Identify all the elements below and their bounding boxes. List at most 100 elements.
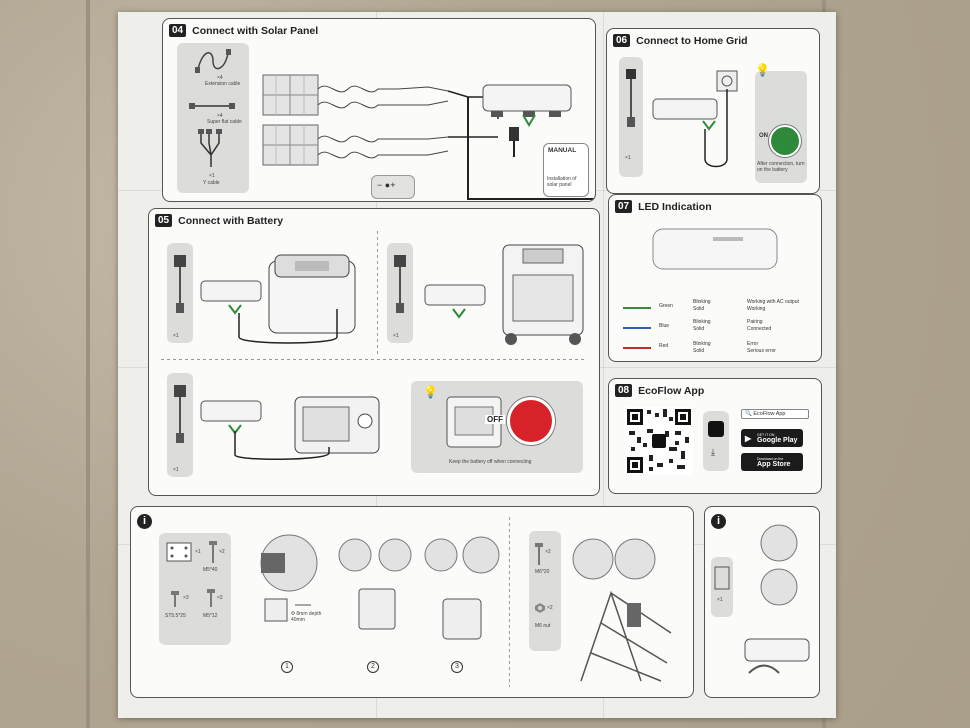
polarity-box	[371, 175, 415, 199]
google-play-icon: ▶	[745, 434, 752, 443]
led-color: Green	[659, 303, 673, 309]
app-search-text: EcoFlow App	[753, 411, 786, 417]
app-logo-box	[703, 411, 729, 471]
count-c: ×1	[173, 467, 179, 473]
nut-icon	[535, 603, 545, 613]
battery-cable-icon	[174, 255, 186, 313]
mc4-connector-icon	[509, 127, 519, 157]
google-play-button[interactable]: ▶ GET IT ON Google Play	[741, 429, 803, 447]
light-bulb-icon: 💡	[755, 63, 770, 77]
sf-count: ×4	[217, 113, 223, 119]
part-qty: ×2	[219, 549, 225, 555]
app-search-field[interactable]: 🔍 EcoFlow App	[741, 409, 809, 419]
part-qty: ×1	[195, 549, 201, 555]
screw-icon	[171, 591, 179, 607]
inverter-unit-icon	[652, 98, 718, 131]
home-grid-note: After connection, turn on the battery	[757, 161, 805, 173]
section-title: 08 EcoFlow App	[615, 384, 704, 397]
power-station-icon	[294, 396, 380, 454]
polarity-symbols: − ●+	[377, 180, 396, 190]
section-ecoflow-app: 08 EcoFlow App ⤓ 🔍 EcoFlow App ▶ GET IT …	[608, 378, 822, 494]
step-number: 3	[451, 661, 463, 673]
drill-spec: Φ 8mm depth 40mm	[291, 611, 322, 623]
info-badge: i	[711, 511, 726, 529]
led-meaning: Working	[747, 306, 766, 312]
led-meaning: Serious error	[747, 348, 776, 354]
extension-cable-icon	[195, 49, 231, 73]
ext-label: Extension cable	[205, 81, 241, 87]
nut-name: M6 nut	[535, 623, 551, 629]
cable-kit-box	[177, 43, 249, 193]
google-play-sup: GET IT ON	[757, 432, 775, 437]
section-mounting-info: i ×1 ×2 M5*40 ×3 ST5.5*25 ×2 M5*12 Φ 8mm…	[130, 506, 694, 698]
super-flat-cable-icon	[189, 103, 235, 109]
section-title: 05 Connect with Battery	[155, 214, 283, 227]
bolt-kit-box	[529, 531, 561, 651]
section-title: 07 LED Indication	[615, 200, 712, 213]
part-name: M5*40	[203, 567, 218, 573]
bracket-step-diagram	[338, 538, 412, 630]
light-bulb-icon: 💡	[423, 385, 438, 399]
inverter-unit-icon	[200, 400, 262, 435]
drilling-step-diagram	[260, 534, 318, 622]
led-color: Red	[659, 343, 669, 349]
part-box	[711, 557, 733, 617]
section-title: 04 Connect with Solar Panel	[169, 24, 318, 37]
battery-cable-path	[234, 431, 330, 461]
battery-off-note: Keep the battery off when connecting	[449, 459, 532, 465]
led-state: Solid	[693, 348, 705, 354]
info-badge: i	[137, 511, 152, 529]
qr-code-icon	[625, 407, 693, 475]
wall-socket-icon	[716, 70, 738, 92]
grid-cable-path	[704, 89, 728, 168]
y-count: ×1	[209, 173, 215, 179]
ecoflow-app-icon	[708, 421, 724, 437]
led-state: Solid	[693, 326, 705, 332]
app-store-label: App Store	[757, 460, 791, 468]
google-play-label: Google Play	[757, 436, 798, 444]
section-number: 05	[155, 214, 173, 227]
bolt-name: M6*20	[535, 569, 550, 575]
led-meaning: Error	[747, 341, 759, 347]
instruction-sheet: 04 Connect with Solar Panel ×4 Extension…	[118, 12, 836, 718]
led-state: Blinking	[693, 299, 711, 305]
off-label: OFF	[485, 415, 505, 424]
part-qty: ×3	[183, 595, 189, 601]
section-title-text: Connect to Home Grid	[636, 34, 748, 47]
led-color: Blue	[659, 323, 670, 329]
section-title-text: Connect with Battery	[178, 214, 284, 227]
app-store-button[interactable]: Download on the App Store	[741, 453, 803, 471]
power-off-button-icon	[507, 397, 555, 445]
on-label: ON	[759, 133, 768, 139]
step-number: 1	[281, 661, 293, 673]
section-number: 08	[615, 384, 633, 397]
inverter-unit-icon	[424, 284, 486, 319]
screw-icon	[207, 589, 215, 607]
led-state: Blinking	[693, 341, 711, 347]
section-wall-mount-info: i ×1	[704, 506, 820, 698]
section-battery: 05 Connect with Battery ×1 ×1	[148, 208, 600, 496]
nut-qty: ×2	[547, 605, 553, 611]
wheeled-battery-icon	[502, 244, 584, 345]
ext-count: ×4	[217, 75, 223, 81]
ground-stand-diagram	[572, 538, 672, 682]
mounting-bracket-icon	[166, 542, 192, 562]
battery-cable-path	[238, 309, 338, 344]
divider	[509, 517, 510, 687]
led-green-line	[623, 307, 651, 309]
manual-card	[543, 143, 589, 197]
divider	[161, 359, 587, 360]
part-name: ST5.5*25	[165, 613, 186, 619]
section-title-text: LED Indication	[638, 200, 712, 213]
led-meaning: Pairing	[747, 319, 763, 325]
section-number: 04	[169, 24, 187, 37]
step-number: 2	[367, 661, 379, 673]
section-title-text: EcoFlow App	[638, 384, 705, 397]
sf-label: Super flat cable	[207, 119, 242, 125]
y-cable-icon	[198, 129, 222, 167]
section-led-indication: 07 LED Indication Green Blinking Solid W…	[608, 194, 822, 362]
inverter-unit-icon	[200, 280, 262, 315]
section-home-grid: 06 Connect to Home Grid ×1 💡 ON After co…	[606, 28, 820, 194]
led-state: Solid	[693, 306, 705, 312]
led-state: Blinking	[693, 319, 711, 325]
